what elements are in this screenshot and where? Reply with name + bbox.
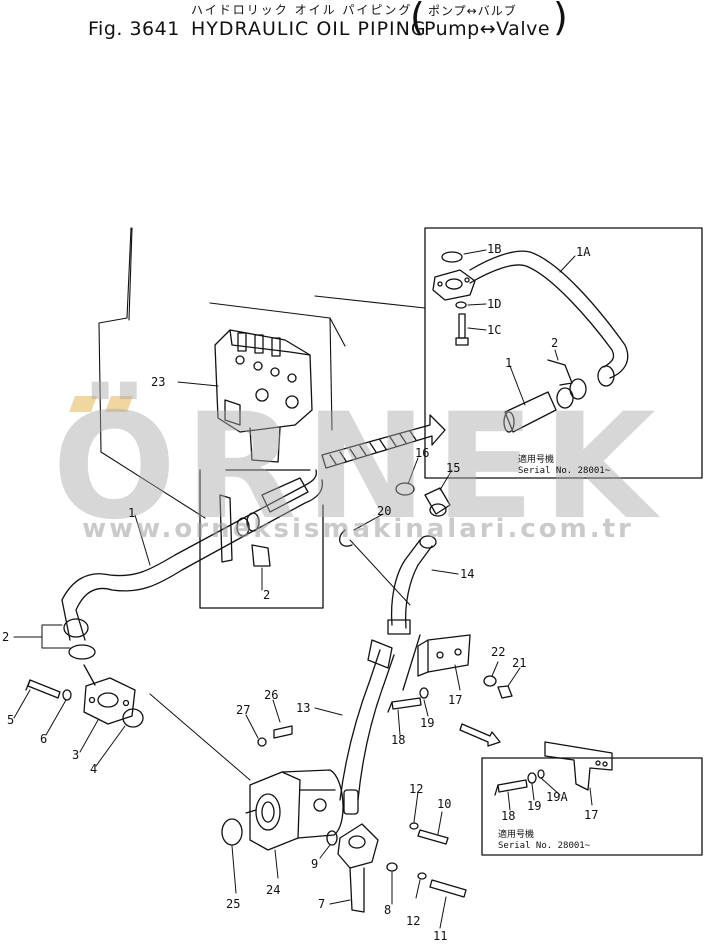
title-japanese: ハイドロリック オイル パイピング [191, 3, 413, 17]
control-valve [214, 329, 313, 463]
close-paren-glyph: ) [553, 0, 568, 39]
callout-1-main: 1 [128, 506, 136, 520]
callout-13: 13 [296, 701, 311, 715]
callout-4: 4 [90, 762, 98, 776]
inset-box-bottom [481, 741, 703, 856]
callout-12-bottom: 12 [406, 914, 421, 928]
callout-2-left: 2 [2, 630, 10, 644]
machine-frame-outline [98, 227, 426, 519]
callout-12-top: 12 [409, 782, 424, 796]
callout-7: 7 [318, 897, 326, 911]
callout-26: 26 [264, 688, 279, 702]
leader-lines [13, 249, 593, 929]
inset-box-top [424, 227, 703, 479]
subtitle-japanese: ポンプ↔バルブ [428, 4, 517, 18]
callout-1d: 1D [487, 297, 502, 311]
pressure-hose [339, 639, 395, 815]
serial-note-bottom-en: Serial No. 28001~ [498, 841, 591, 852]
open-paren-glyph: ( [410, 0, 425, 39]
callout-20: 20 [377, 504, 392, 518]
callout-17-inset: 17 [584, 808, 599, 822]
hydraulic-pump [221, 725, 344, 851]
serial-note-top: 適用号機 Serial No. 28001~ [518, 455, 610, 478]
serial-note-top-jp: 適用号機 [518, 455, 555, 465]
callout-1a: 1A [576, 245, 591, 259]
pump-flange-assembly [25, 664, 144, 728]
callout-3: 3 [72, 748, 80, 762]
callout-5: 5 [7, 713, 15, 727]
center-hose-clamp [219, 477, 309, 567]
callout-1c: 1C [487, 323, 502, 337]
watermark-url: www.orneksismakinalari.com.tr [82, 514, 634, 544]
callout-21: 21 [512, 656, 527, 670]
callout-10: 10 [437, 797, 452, 811]
callout-18-main: 18 [391, 733, 406, 747]
callout-1-inset-top: 1 [505, 356, 513, 370]
callout-22: 22 [491, 645, 506, 659]
callout-11: 11 [433, 929, 448, 943]
watermark-brand: ÖRNEK [52, 382, 664, 552]
callout-19-inset: 19 [527, 799, 542, 813]
page-title: HYDRAULIC OIL PIPING [191, 18, 427, 40]
figure-number: Fig. 3641 [88, 18, 180, 40]
callout-15: 15 [446, 461, 461, 475]
callout-16: 16 [415, 446, 430, 460]
serial-note-bottom: 適用号機 Serial No. 28001~ [498, 830, 590, 853]
suction-pipe [61, 469, 324, 660]
callout-19-main: 19 [420, 716, 435, 730]
callout-14: 14 [460, 567, 475, 581]
callout-19a: 19A [546, 790, 568, 804]
flow-arrows [321, 414, 501, 747]
pump-outlet-elbow [337, 822, 467, 913]
callout-17-main: 17 [448, 693, 463, 707]
callout-18-inset: 18 [501, 809, 516, 823]
serial-note-top-en: Serial No. 28001~ [518, 466, 611, 477]
callout-9: 9 [311, 857, 319, 871]
callout-6: 6 [40, 732, 48, 746]
callout-25: 25 [226, 897, 241, 911]
callout-1b: 1B [487, 242, 502, 256]
serial-note-bottom-jp: 適用号機 [498, 830, 535, 840]
callout-23: 23 [151, 375, 166, 389]
subtitle: Pump↔Valve [424, 18, 551, 40]
callout-8: 8 [384, 903, 392, 917]
bracket-main [387, 634, 513, 713]
callout-27: 27 [236, 703, 251, 717]
callout-2-inset-top: 2 [551, 336, 559, 350]
callout-2-center: 2 [263, 588, 271, 602]
inset-box-center [199, 469, 324, 609]
callout-24: 24 [266, 883, 281, 897]
valve-inlet-pipe [339, 482, 451, 635]
